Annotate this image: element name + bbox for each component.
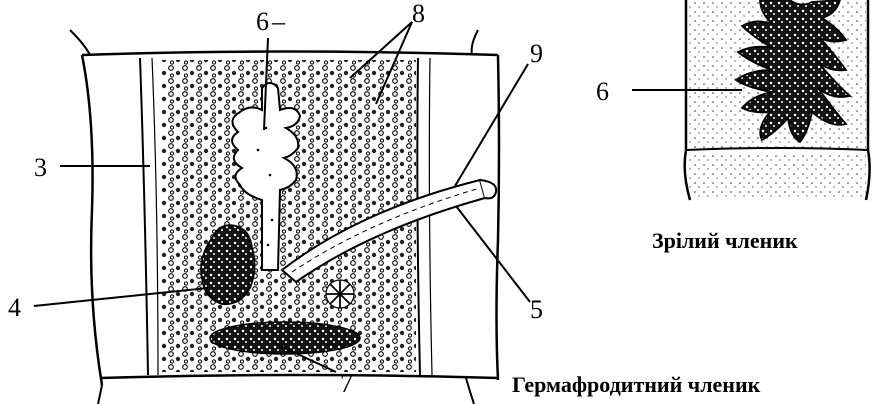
mature-segment (685, 0, 870, 200)
label-6-right: 6 (596, 77, 609, 106)
testis-rosette (326, 280, 354, 308)
label-6-top: 6 (256, 7, 269, 36)
caption-hermaphrodite-segment: Гермафродитний членик (512, 372, 761, 397)
excretory-canal-left (140, 58, 148, 375)
label-6-top-dash: – (271, 7, 286, 36)
label-7: 7 (340, 369, 353, 398)
label-8: 8 (412, 0, 425, 28)
label-3: 3 (34, 153, 47, 182)
label-5: 5 (530, 295, 543, 324)
label-9: 9 (530, 39, 543, 68)
caption-mature-segment: Зрілий членик (652, 228, 798, 253)
label-4: 4 (8, 293, 21, 322)
